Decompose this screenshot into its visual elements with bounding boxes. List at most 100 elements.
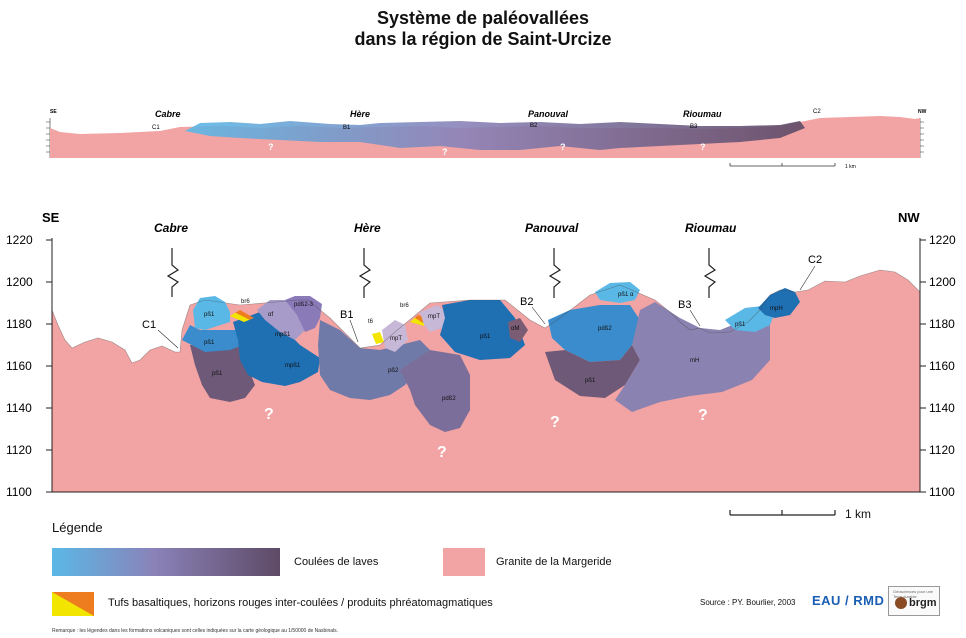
- unknown-mark-2: ?: [437, 444, 447, 461]
- legend-label-tuffs: Tufs basaltiques, horizons rouges inter-…: [108, 597, 493, 609]
- overview-point-b3: B3: [690, 124, 698, 130]
- granite-basement: [52, 310, 180, 492]
- point-b3: B3: [678, 299, 691, 311]
- valley-here: Hère: [354, 221, 381, 235]
- unit-label-mpb1-b: mpß1: [285, 363, 301, 369]
- point-b1-leader: [349, 319, 359, 343]
- legend-swatch-lava: [52, 548, 280, 576]
- overview-valley-here: Hère: [350, 109, 370, 119]
- eau-rmd-logo: EAU / RMD: [812, 593, 885, 608]
- brgm-globe-icon: [895, 597, 907, 609]
- right-tick-label: 1100: [929, 485, 955, 499]
- unit-label-br6-a: br6: [241, 299, 250, 305]
- brgm-wordmark: brgm: [909, 597, 937, 609]
- unit-label-am: αM: [511, 326, 519, 332]
- unit-mh: [615, 302, 770, 412]
- overview-point-b1: B1: [343, 125, 351, 131]
- legend-swatch-granite: [443, 548, 485, 576]
- overview-section: SE NW Cabre Hère Panouval Rioumau C1 B1 …: [46, 109, 927, 170]
- point-c1-leader: [157, 329, 179, 349]
- right-tick-label: 1120: [929, 443, 955, 457]
- unit-label-pb1-a: pß1: [204, 312, 215, 318]
- overview-point-c2: C2: [813, 109, 821, 115]
- remark-note: Remarque : les légendes dans les formati…: [52, 628, 339, 634]
- unit-label-mpb1-a: mpß1: [275, 332, 291, 338]
- unit-am: [508, 318, 528, 342]
- valley-marker-here: [358, 248, 372, 298]
- overview-question-1: ?: [268, 142, 274, 152]
- overview-point-c1: C1: [152, 125, 160, 131]
- right-tick-label: 1200: [929, 275, 956, 289]
- section-end-se: SE: [42, 210, 60, 225]
- unit-label-mpt-b: mpT: [428, 314, 440, 320]
- left-tick-label: 1160: [6, 359, 32, 373]
- title-line-2: dans la région de Saint-Urcize: [354, 29, 612, 49]
- overview-question-2: ?: [442, 147, 448, 157]
- overview-scale-label: 1 km: [845, 164, 856, 170]
- right-tick-label: 1160: [929, 359, 955, 373]
- unit-label-pb1-f: pß1: [735, 322, 746, 328]
- overview-right-axis: [919, 118, 924, 158]
- unit-label-af: αf: [268, 312, 273, 318]
- valley-rioumau: Rioumau: [685, 221, 737, 235]
- overview-valley-cabre: Cabre: [155, 109, 181, 119]
- legend-title: Légende: [52, 520, 103, 535]
- overview-scale-bar: 1 km: [729, 163, 856, 170]
- point-b1: B1: [340, 309, 353, 321]
- unit-label-mpt-a: mpT: [390, 336, 402, 342]
- unit-mpt-left: [382, 320, 408, 352]
- point-c2: C2: [808, 254, 822, 266]
- section-end-nw: NW: [898, 210, 920, 225]
- title-line-1: Système de paléovallées: [376, 8, 590, 28]
- overview-point-b2: B2: [530, 123, 538, 129]
- right-tick-label: 1220: [929, 233, 956, 247]
- unit-pdb2-here: [400, 350, 470, 432]
- left-tick-label: 1140: [6, 401, 32, 415]
- scale-bar: [729, 510, 836, 516]
- overview-valley-rioumau: Rioumau: [683, 109, 722, 119]
- unit-label-pb1-b: pß1: [204, 340, 215, 346]
- unit-label-br6-b: br6: [400, 303, 409, 309]
- point-c1: C1: [142, 319, 156, 331]
- unit-pb1a: [595, 282, 640, 303]
- left-tick-label: 1220: [6, 233, 33, 247]
- unit-label-pb1a: pß1 α: [618, 292, 634, 298]
- unit-pdb23: [285, 296, 322, 332]
- unit-pb1-cabre-mid: [182, 325, 243, 352]
- page-title: Système de paléovallées dans la région d…: [0, 8, 966, 50]
- scale-label: 1 km: [845, 507, 872, 521]
- unit-label-pdb2-b: pdß2: [442, 396, 456, 402]
- overview-question-4: ?: [700, 142, 706, 152]
- legend-label-lava: Coulées de laves: [294, 556, 379, 568]
- valley-marker-rioumau: [703, 248, 717, 298]
- left-tick-label: 1200: [6, 275, 33, 289]
- unit-label-pb2: pß2: [388, 368, 399, 374]
- unit-t6: [372, 332, 384, 344]
- valley-panouval: Panouval: [525, 221, 579, 235]
- ground-surface-line: [51, 269, 921, 364]
- legend-label-granite: Granite de la Margeride: [496, 556, 612, 568]
- valley-cabre: Cabre: [154, 221, 188, 235]
- right-tick-label: 1180: [929, 317, 955, 331]
- point-b2: B2: [520, 296, 533, 308]
- overview-question-3: ?: [560, 142, 566, 152]
- unit-mpb1-cabre: [233, 312, 320, 386]
- brgm-logo: Géosciences pour une Terre durable brgm: [888, 586, 940, 616]
- overview-lava: [185, 121, 805, 150]
- overview-end-nw: NW: [918, 109, 927, 115]
- unit-label-pdb23: pdß2-3: [294, 302, 314, 308]
- unit-pb1-cabre-top: [193, 296, 230, 330]
- unit-mph: [758, 288, 800, 318]
- left-tick-label: 1120: [6, 443, 32, 457]
- overview-valley-panouval: Panouval: [528, 109, 569, 119]
- unit-mpt-right: [420, 305, 448, 332]
- unit-label-pb1-d: pß1: [480, 334, 491, 340]
- unit-pb1-cabre-dark: [190, 345, 255, 402]
- unknown-mark-3: ?: [550, 414, 560, 431]
- unit-br6-cabre: [230, 310, 254, 322]
- unit-label-mph: mpH: [770, 306, 783, 312]
